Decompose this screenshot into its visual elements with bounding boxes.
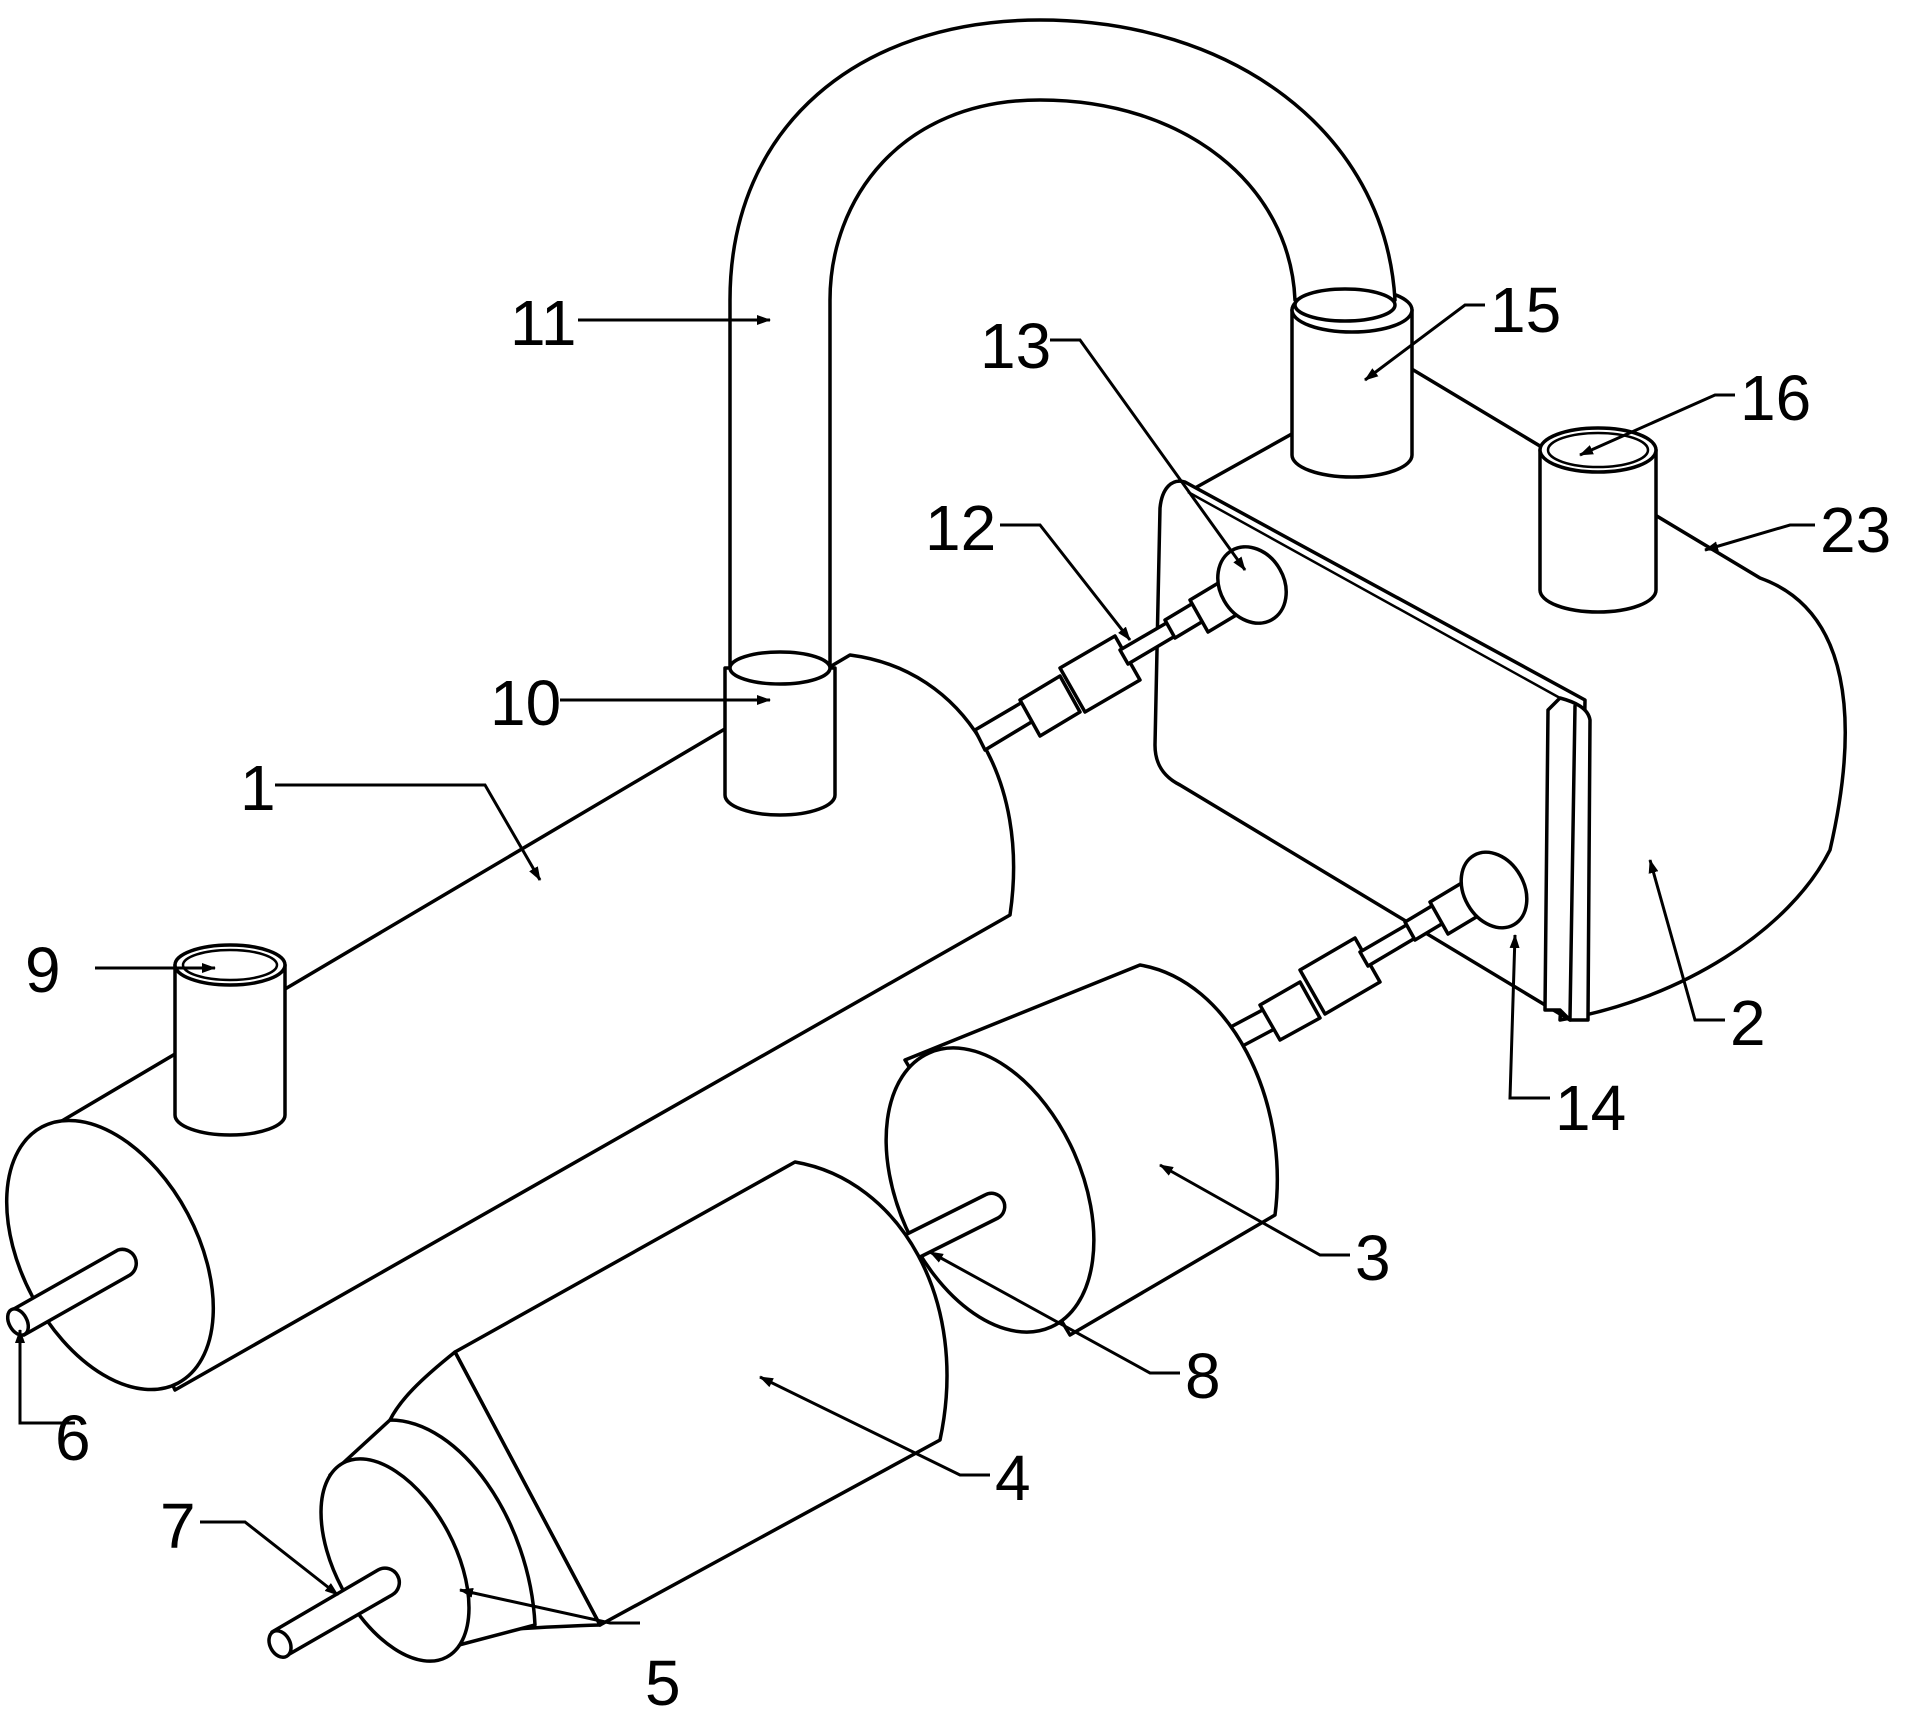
label-23: 23 — [1820, 494, 1891, 566]
shaft-7 — [267, 1566, 402, 1659]
label-3: 3 — [1355, 1222, 1391, 1294]
u-tube-11 — [728, 18, 1397, 686]
label-10: 10 — [490, 667, 561, 739]
fitting-upper — [973, 545, 1288, 752]
label-2: 2 — [1730, 987, 1766, 1059]
label-1: 1 — [240, 752, 276, 824]
part-labels: 11 10 1 9 13 12 15 16 23 2 14 3 8 4 5 6 … — [25, 274, 1891, 1710]
label-14: 14 — [1555, 1072, 1626, 1144]
label-5: 5 — [645, 1647, 681, 1710]
box-pipe-16 — [1538, 426, 1658, 614]
shaft-6 — [5, 1247, 138, 1337]
label-7: 7 — [160, 1490, 196, 1562]
label-15: 15 — [1490, 274, 1561, 346]
label-9: 9 — [25, 934, 61, 1006]
label-13: 13 — [980, 310, 1051, 382]
fitting-lower — [1223, 850, 1529, 1052]
label-6: 6 — [55, 1402, 91, 1474]
cylinder-pipe-9 — [173, 943, 287, 1137]
label-12: 12 — [925, 492, 996, 564]
leader-lines — [15, 303, 1815, 1625]
shaft-8 — [893, 1191, 1007, 1265]
label-4: 4 — [995, 1442, 1031, 1514]
label-8: 8 — [1185, 1340, 1221, 1412]
label-11: 11 — [510, 287, 576, 359]
cylinder-pipe-10 — [723, 666, 837, 817]
label-16: 16 — [1740, 362, 1811, 434]
